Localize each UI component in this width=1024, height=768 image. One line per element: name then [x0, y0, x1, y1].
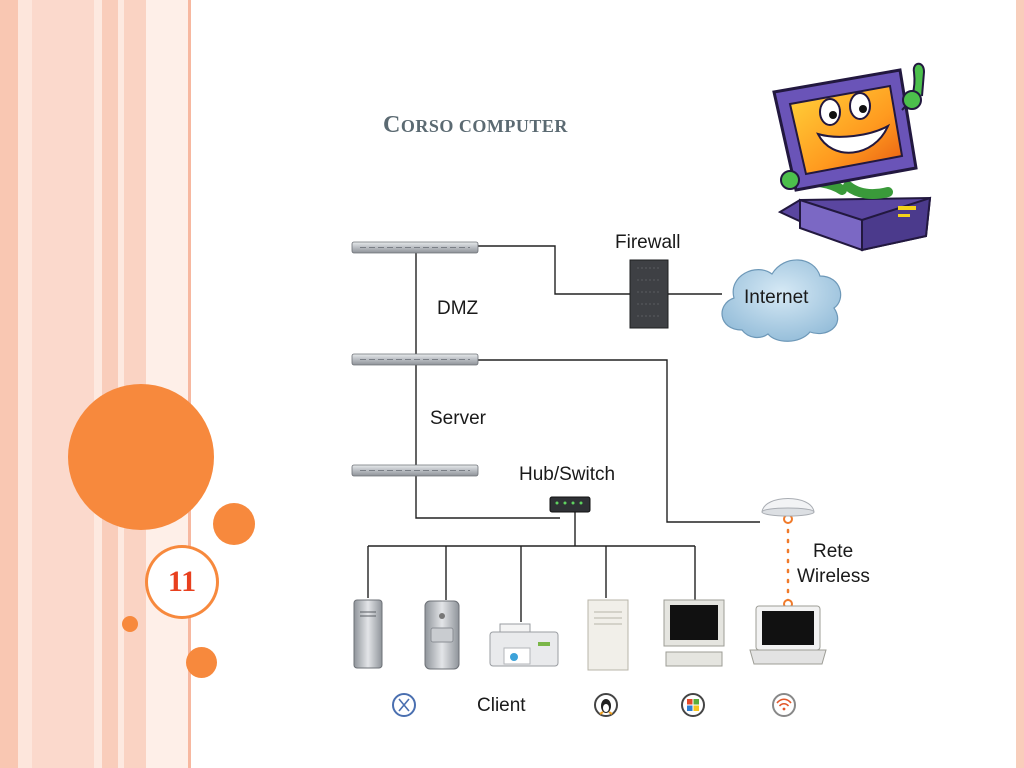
wireless-link — [783, 514, 793, 609]
cartoon-computer-mascot-icon — [772, 62, 932, 252]
slide-title: CORSO COMPUTER — [383, 112, 568, 139]
dmz-rack-server-icon — [351, 241, 479, 254]
wireless-access-point-icon — [761, 498, 815, 517]
wireless-label-line1: Rete — [813, 541, 854, 562]
pc-tower-icon — [587, 599, 629, 671]
left-stripe-9 — [188, 0, 191, 768]
left-stripe-4 — [94, 0, 102, 768]
internet-cloud-icon — [721, 259, 842, 342]
left-stripe-1 — [0, 0, 18, 768]
mac-pro-tower-icon — [353, 599, 383, 669]
client-label: Client — [477, 695, 526, 716]
desktop-monitor-icon — [663, 599, 725, 667]
wireless-logo-icon — [772, 693, 796, 717]
hub-switch-icon — [549, 496, 591, 513]
mac-os-x-logo-icon — [392, 693, 416, 717]
windows-logo-icon — [681, 693, 705, 717]
middle-rack-server-icon — [351, 353, 479, 366]
large-orange-circle — [68, 384, 214, 530]
laptop-icon — [749, 605, 827, 665]
printer-icon — [489, 623, 559, 667]
left-stripe-5 — [102, 0, 118, 768]
wireless-label-line2: Wireless — [797, 566, 870, 587]
title-rest: ORSO COMPUTER — [400, 116, 568, 136]
firewall-icon — [629, 259, 669, 329]
server-label: Server — [430, 408, 486, 429]
right-stripe — [1016, 0, 1024, 768]
medium-orange-circle — [213, 503, 255, 545]
left-stripe-6 — [118, 0, 124, 768]
bottom-rack-server-icon — [351, 464, 479, 477]
hub-switch-label: Hub/Switch — [519, 464, 616, 485]
linux-tux-logo-icon — [594, 693, 618, 717]
title-initial: C — [383, 112, 401, 138]
left-stripe-3 — [32, 0, 94, 768]
page-number: 11 — [148, 548, 216, 616]
internet-label: Internet — [744, 287, 809, 308]
left-stripe-2 — [18, 0, 32, 768]
power-mac-tower-icon — [424, 600, 460, 670]
small-orange-circle — [122, 616, 138, 632]
firewall-label: Firewall — [615, 232, 681, 253]
bottom-orange-circle — [186, 647, 217, 678]
dmz-label: DMZ — [437, 298, 479, 319]
connection-lines — [367, 245, 760, 622]
